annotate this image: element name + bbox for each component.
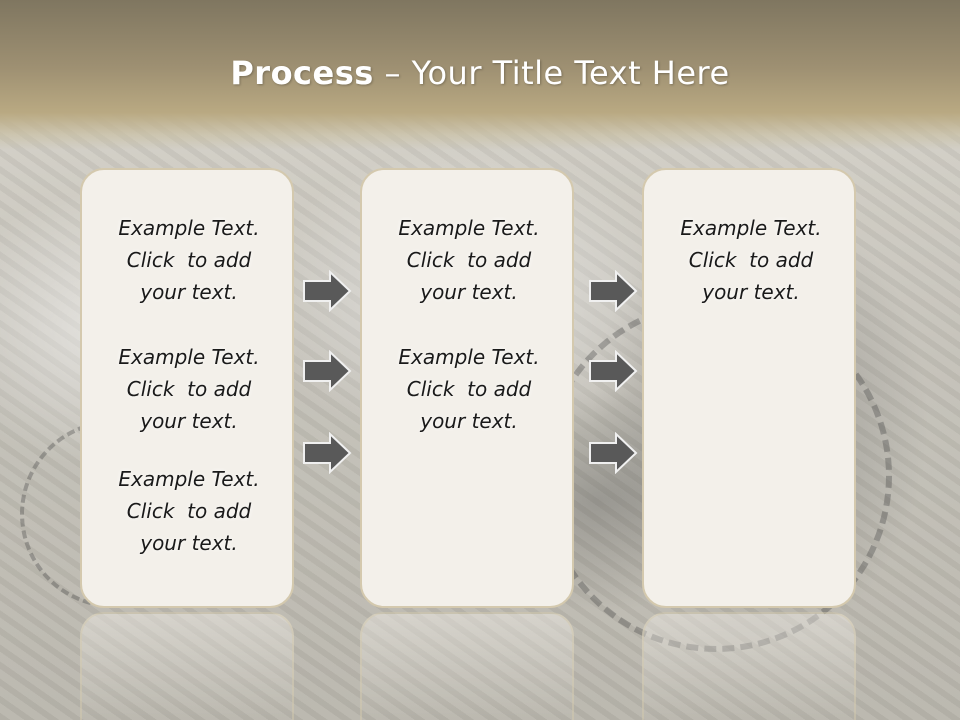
text-line: your text. [140,531,238,555]
text-line: Example Text. [398,345,540,369]
card-text-block[interactable]: Example Text. Click to add your text. [82,212,296,308]
right-arrow-icon [303,432,352,474]
text-line: your text. [420,409,518,433]
text-line: your text. [140,409,238,433]
text-line: Click to add [126,248,252,272]
text-line: Example Text. [118,345,260,369]
card-reflection [80,612,294,720]
process-step-card-1[interactable]: Example Text. Click to add your text. Ex… [80,168,294,608]
slide-title[interactable]: Process – Your Title Text Here [0,54,960,92]
right-arrow-icon [303,270,352,312]
text-line: Click to add [126,377,252,401]
title-rest-text: – Your Title Text Here [373,54,730,92]
card-text-block[interactable]: Example Text. Click to add your text. [82,341,296,437]
card-reflection [642,612,856,720]
text-line: Example Text. [118,467,260,491]
right-arrow-icon [589,270,638,312]
text-line: your text. [702,280,800,304]
text-line: your text. [140,280,238,304]
text-line: Click to add [406,377,532,401]
title-bold-text: Process [230,54,374,92]
right-arrow-icon [589,350,638,392]
text-line: Click to add [406,248,532,272]
text-line: Example Text. [398,216,540,240]
text-line: Example Text. [680,216,822,240]
card-text-block[interactable]: Example Text. Click to add your text. [644,212,858,308]
card-text-block[interactable]: Example Text. Click to add your text. [362,212,576,308]
text-line: Click to add [126,499,252,523]
card-text-block[interactable]: Example Text. Click to add your text. [362,341,576,437]
right-arrow-icon [589,432,638,474]
card-reflection [360,612,574,720]
card-text-block[interactable]: Example Text. Click to add your text. [82,463,296,559]
title-bar [0,0,960,150]
right-arrow-icon [303,350,352,392]
process-step-card-2[interactable]: Example Text. Click to add your text. Ex… [360,168,574,608]
process-step-card-3[interactable]: Example Text. Click to add your text. [642,168,856,608]
text-line: your text. [420,280,518,304]
text-line: Click to add [688,248,814,272]
text-line: Example Text. [118,216,260,240]
